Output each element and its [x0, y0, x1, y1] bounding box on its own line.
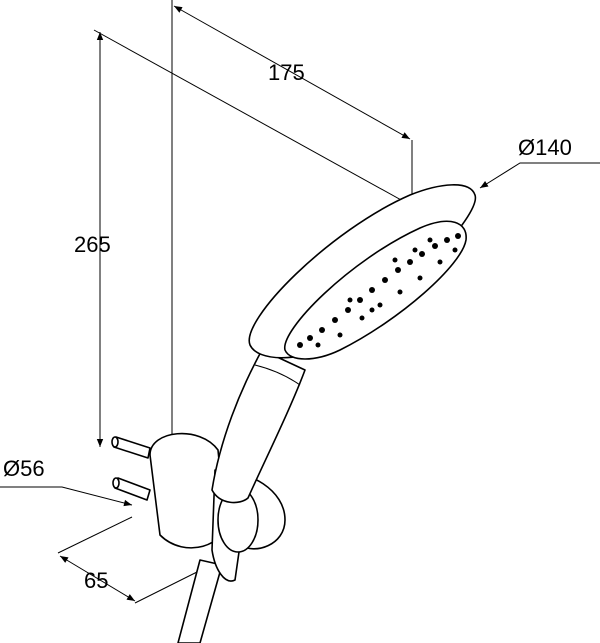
dimension-175: 175: [171, 0, 413, 450]
dimension-label-265: 265: [74, 232, 111, 257]
dimension-label-65: 65: [84, 568, 108, 593]
shower-head: [248, 184, 477, 360]
dimension-label-56: Ø56: [3, 456, 45, 481]
dimension-265: 265: [74, 29, 413, 447]
wall-pins: [111, 436, 151, 501]
dimension-label-140: Ø140: [518, 135, 572, 160]
dimension-56: Ø56: [0, 456, 133, 507]
dimension-65: 65: [57, 516, 206, 604]
spray-nozzles: [297, 233, 461, 348]
shower-handle: [211, 349, 306, 504]
dimension-label-175: 175: [268, 60, 305, 85]
hose: [177, 559, 223, 643]
dimension-140: Ø140: [479, 135, 600, 189]
